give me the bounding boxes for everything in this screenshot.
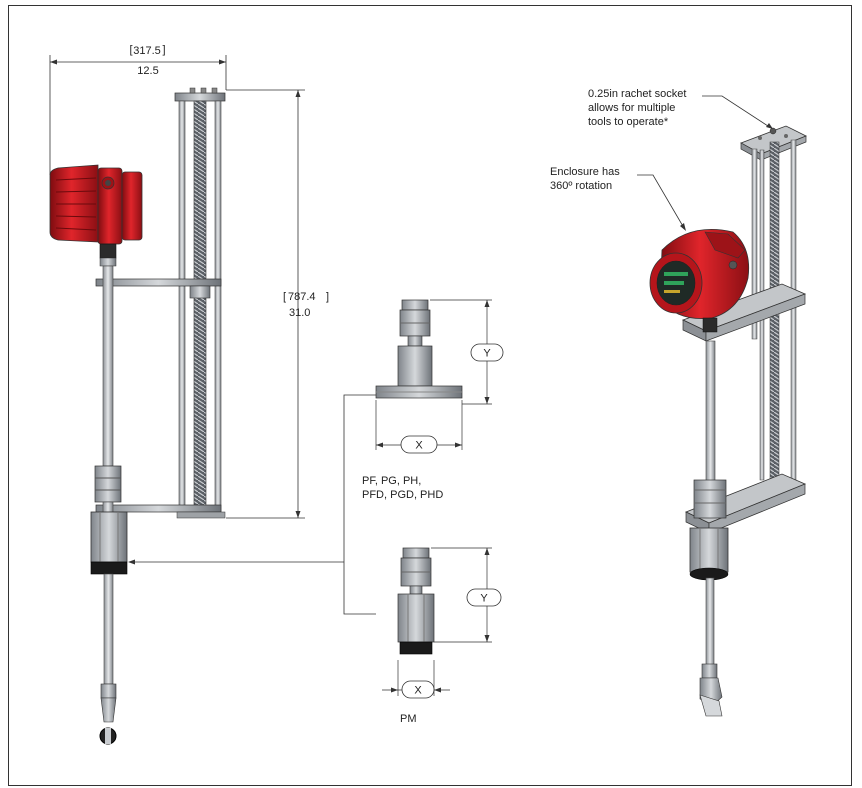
svg-text:[: [ — [283, 291, 286, 303]
flanged-models-line1: PF, PG, PH, — [362, 475, 421, 487]
socket-callout: 0.25in rachet socket allows for multiple… — [588, 88, 773, 129]
guide-rod-right — [214, 100, 222, 514]
flanged-models-line2: PFD, PGD, PHD — [362, 489, 443, 501]
svg-text:[: [ — [129, 44, 132, 56]
width-dimension: [ ] 317.5 12.5 — [49, 44, 227, 175]
bottom-plate — [95, 504, 222, 513]
drawing-frame — [8, 5, 852, 786]
guide-rod-left — [178, 100, 186, 514]
socket-callout-line3: tools to operate* — [588, 116, 669, 128]
enclosure-callout-line1: Enclosure has — [550, 166, 620, 178]
socket-callout-line2: allows for multiple — [588, 102, 675, 114]
width-in-label: 12.5 — [137, 65, 158, 77]
enclosure-side — [49, 164, 143, 267]
detail-leaders — [128, 394, 376, 615]
enclosure-callout: Enclosure has 360º rotation — [550, 166, 686, 231]
svg-text:]: ] — [162, 44, 165, 56]
flanged-x-label: X — [415, 440, 423, 452]
threaded-model-label: PM — [400, 713, 417, 725]
compression-fitting — [94, 465, 122, 503]
flanged-y-label: Y — [483, 348, 491, 360]
enclosure-iso — [649, 229, 750, 333]
middle-plate — [95, 278, 222, 287]
lower-probe — [103, 573, 114, 685]
height-dimension: [ ] 787.4 31.0 — [226, 89, 329, 519]
isometric-view: 0.25in rachet socket allows for multiple… — [550, 88, 807, 717]
threaded-x-label: X — [414, 685, 422, 697]
front-view: [ ] 317.5 12.5 [ ] 787.4 31.0 — [49, 44, 329, 745]
lead-screw — [193, 100, 207, 514]
probe-stem — [102, 265, 114, 467]
top-plate — [174, 92, 226, 102]
threaded-connection-detail: Y X PM — [382, 547, 502, 725]
socket-callout-line1: 0.25in rachet socket — [588, 88, 686, 100]
enclosure-callout-line2: 360º rotation — [550, 180, 612, 192]
flanged-connection-detail: Y X PF, PG, PH, PFD, PGD, PHD — [362, 299, 504, 501]
svg-text:]: ] — [326, 291, 329, 303]
height-in-label: 31.0 — [289, 307, 310, 319]
threaded-y-label: Y — [480, 593, 488, 605]
height-mm-label: 787.4 — [288, 291, 316, 303]
process-connection — [90, 511, 128, 563]
width-mm-label: 317.5 — [133, 45, 161, 57]
